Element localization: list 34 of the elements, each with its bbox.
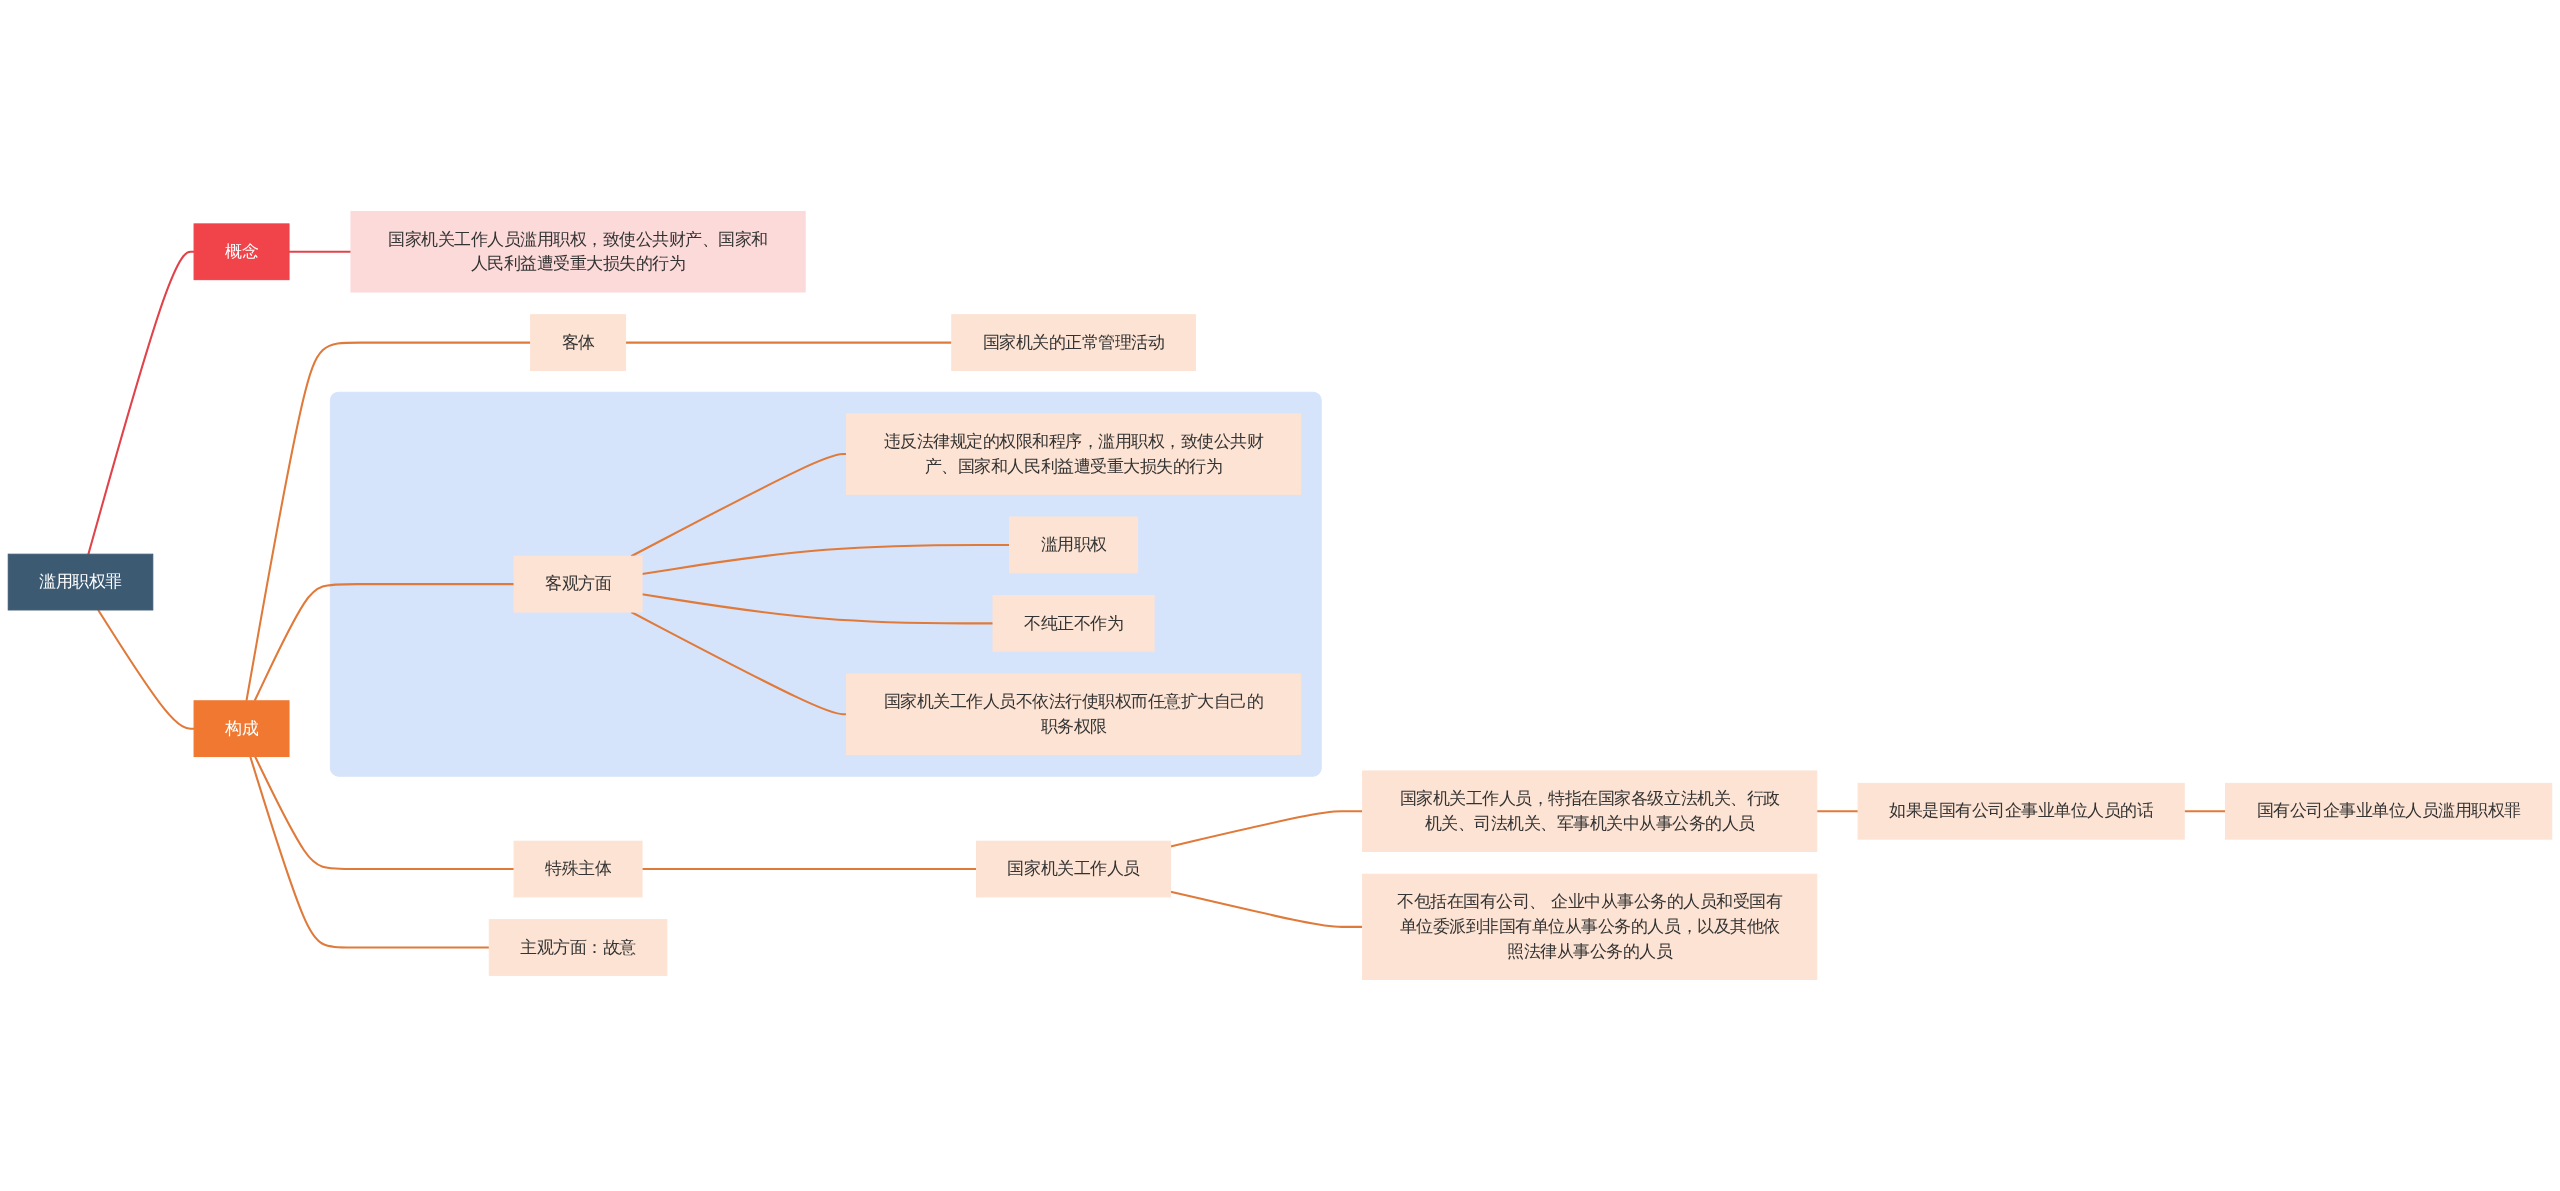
connector xyxy=(625,341,952,344)
connector xyxy=(249,756,490,949)
node-box: 滥用职权罪 xyxy=(7,553,154,611)
connector xyxy=(87,250,195,555)
cluster xyxy=(329,391,1322,777)
node-box: 违反法律规定的权限和程序，滥用职权，致使公共财产、国家和人民利益遭受重大损失的行为 xyxy=(845,413,1302,495)
connector xyxy=(1170,810,1363,848)
node-box: 滥用职权 xyxy=(1009,516,1139,574)
connector xyxy=(289,250,351,253)
node-box: 国家机关工作人员滥用职权，致使公共财产、国家和人民利益遭受重大损失的行为 xyxy=(350,211,806,293)
node-box: 概念 xyxy=(193,223,290,281)
node-box: 客体 xyxy=(530,314,627,371)
node-box: 国家机关工作人员，特指在国家各级立法机关、行政机关、司法机关、军事机关中从事公务的人员 xyxy=(1362,770,1818,852)
connector xyxy=(1816,810,1859,813)
connector xyxy=(630,611,847,716)
node-box: 国家机关工作人员 xyxy=(976,840,1172,898)
connector xyxy=(2184,810,2226,813)
connector xyxy=(97,609,195,730)
node-box: 不纯正不作为 xyxy=(992,595,1155,652)
node-box: 如果是国有公司企事业单位人员的话 xyxy=(1857,782,2185,840)
node-box: 国家机关的正常管理活动 xyxy=(951,314,1196,371)
node-box: 特殊主体 xyxy=(513,840,643,898)
connector xyxy=(253,583,515,702)
node-box: 国有公司企事业单位人员滥用职权罪 xyxy=(2225,782,2553,840)
node-box: 构成 xyxy=(193,700,290,758)
connector xyxy=(630,453,847,558)
node-box: 主观方面：故意 xyxy=(488,919,668,976)
connector xyxy=(642,868,977,871)
node-box: 不包括在国有公司、 企业中从事公务的人员和受国有单位委派到非国有单位从事公务的人员，以及其他依照法律从事公务的人员 xyxy=(1362,873,1818,980)
connector xyxy=(245,341,531,701)
node-box: 客观方面 xyxy=(513,555,643,613)
node-box: 国家机关工作人员不依法行使职权而任意扩大自己的职务权限 xyxy=(845,673,1302,755)
connector xyxy=(1170,890,1363,928)
connector xyxy=(254,756,515,871)
